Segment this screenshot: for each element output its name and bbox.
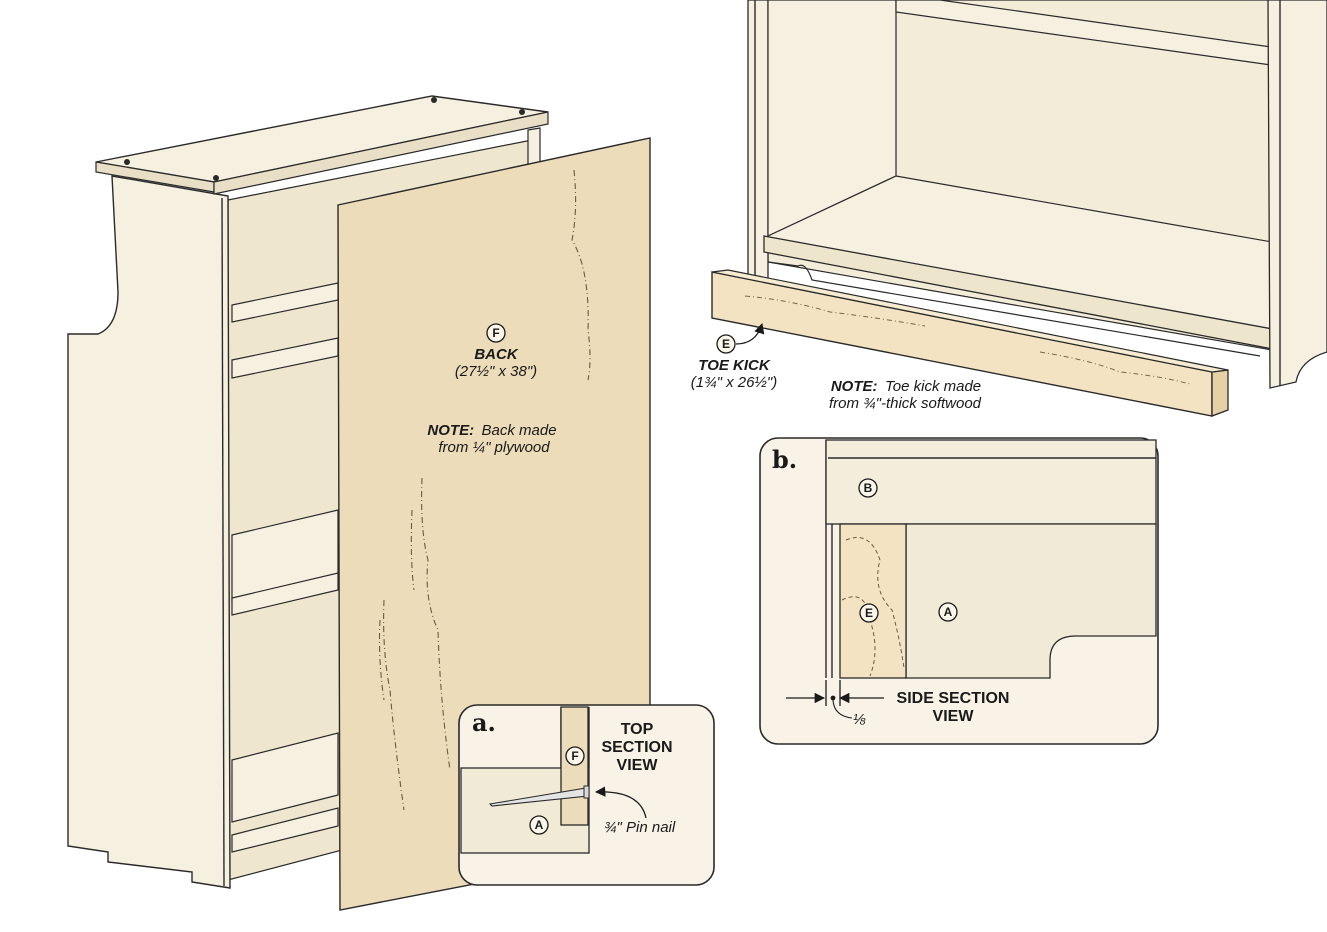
detail-a-part-a: A [535,818,544,832]
back-label-group: F BACK (27½" x 38") NOTE: Back made from… [427,323,557,456]
part-e-letter: E [722,337,730,351]
detail-b-title-1: SIDE SECTION [897,690,1010,707]
shelf-lower [231,732,339,823]
back-note-bold: NOTE: [427,422,474,439]
screw-hole [213,175,219,181]
detail-b-title-2: VIEW [933,708,975,725]
carcase-right-side-b [1267,0,1327,389]
detail-b-toe-kick [839,523,907,679]
detail-b-side [905,523,1157,679]
toe-kick-grain [744,295,1191,385]
toe-kick-end [1211,369,1229,417]
detail-a-label: a. [472,708,496,737]
pin-nail [488,785,590,807]
back-note-line2: from ¼" plywood [438,439,550,456]
detail-a-title-1: TOP [621,721,654,738]
detail-a-title-2: SECTION [601,739,672,756]
detail-a-part-f: F [571,749,578,763]
detail-a-panel: a. F A ¾" Pin nail TOP SECTION VIEW [458,704,715,886]
part-e-arrow [735,323,765,345]
screw-hole [124,159,130,165]
carcase-top [95,95,549,195]
toe-kick-name: TOE KICK [698,357,771,374]
toe-kick-note: NOTE: Toe kick made [831,378,981,395]
carcase-toe-notch [767,261,1261,357]
toe-kick-board [711,269,1229,417]
detail-b-part-a: A [944,605,953,619]
carcase-left-side [67,175,231,889]
back-note-rest: Back made [482,422,557,439]
carcase-shelves [231,282,339,853]
screw-hole [519,109,525,115]
shelf-middle-front [231,572,339,616]
detail-a-part-a-circle [529,815,549,835]
toe-kick-note-bold: NOTE: [831,378,878,395]
detail-b-part-e: E [865,606,873,620]
back-name: BACK [474,346,518,363]
toe-kick-top [711,269,1229,373]
toe-kick-note-rest: Toe kick made [885,378,981,395]
bookcase-bottom [747,0,1327,389]
detail-b-part-b-circle [858,478,878,498]
back-size: (27½" x 38") [455,363,537,380]
part-f-letter: F [492,326,499,340]
detail-b-panel: b. B A E ⅛ SIDE SECTION VIEW [759,437,1159,745]
gap-label: ⅛ [853,711,866,728]
detail-b-part-e-circle [859,603,879,623]
screw-hole [431,97,437,103]
part-e-circle [716,334,736,354]
detail-a-part-f-circle [565,746,585,766]
detail-b-part-b: B [864,481,873,495]
detail-b-part-a-circle [938,602,958,622]
shelf-bottom [231,807,339,853]
toe-kick-note-line2: from ¾"-thick softwood [829,395,982,412]
toe-kick-label-group: E TOE KICK (1¾" x 26½") NOTE: Toe kick m… [691,323,982,412]
detail-a-title-3: VIEW [617,757,659,774]
detail-a-back-strip [560,706,589,826]
toe-kick-size: (1¾" x 26½") [691,374,778,391]
detail-b-label: b. [772,445,797,474]
gap-leader [832,699,853,719]
part-f-circle [486,323,506,343]
back-note: NOTE: Back made [427,422,556,439]
pin-nail-arrow [594,786,647,819]
pin-nail-label: ¾" Pin nail [604,819,676,836]
